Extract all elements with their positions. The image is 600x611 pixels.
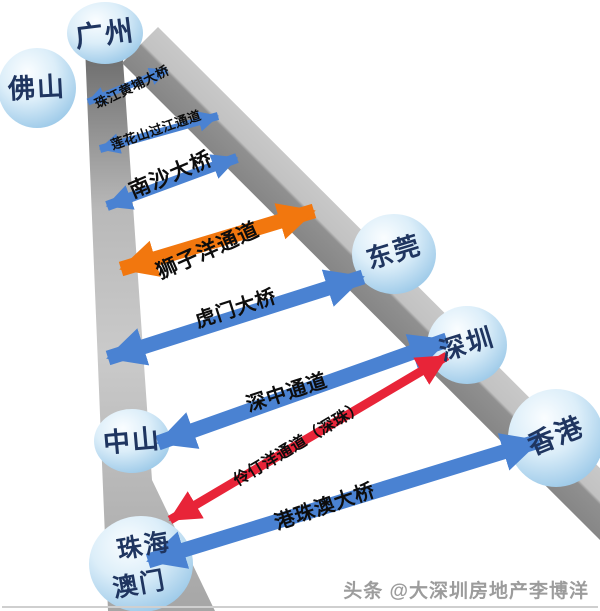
watermark-emboss: 头条 @大深圳房地产李博洋 <box>345 581 591 604</box>
arrow-humen-bridge <box>105 269 366 366</box>
city-label-guangzhou: 广州 <box>73 15 136 53</box>
city-label-foshan: 佛山 <box>6 72 66 105</box>
corridor-arrows <box>86 66 542 569</box>
city-circle-guangzhou <box>67 2 143 64</box>
watermark: 头条 @大深圳房地产李博洋 头条 @大深圳房地产李博洋 <box>343 579 591 604</box>
city-label-zhongshan: 中山 <box>102 424 162 459</box>
arrow-zhujiang-huangpu-bridge <box>86 66 169 106</box>
arrow-nansha-bridge <box>105 153 239 211</box>
arrow-gangzhuao-bridge <box>145 433 542 569</box>
arrow-lianhuashan-crossing <box>98 111 220 154</box>
corridor-label-shenzhong: 深中通道 <box>243 368 330 417</box>
city-circle-dongguan <box>352 214 436 294</box>
watermark-text: 头条 @大深圳房地产李博洋 <box>343 579 589 602</box>
corridor-label-gangzhuao: 港珠澳大桥 <box>271 478 378 535</box>
city-circle-foshan <box>0 48 76 128</box>
arrow-shiziyang-corridor <box>118 203 317 277</box>
